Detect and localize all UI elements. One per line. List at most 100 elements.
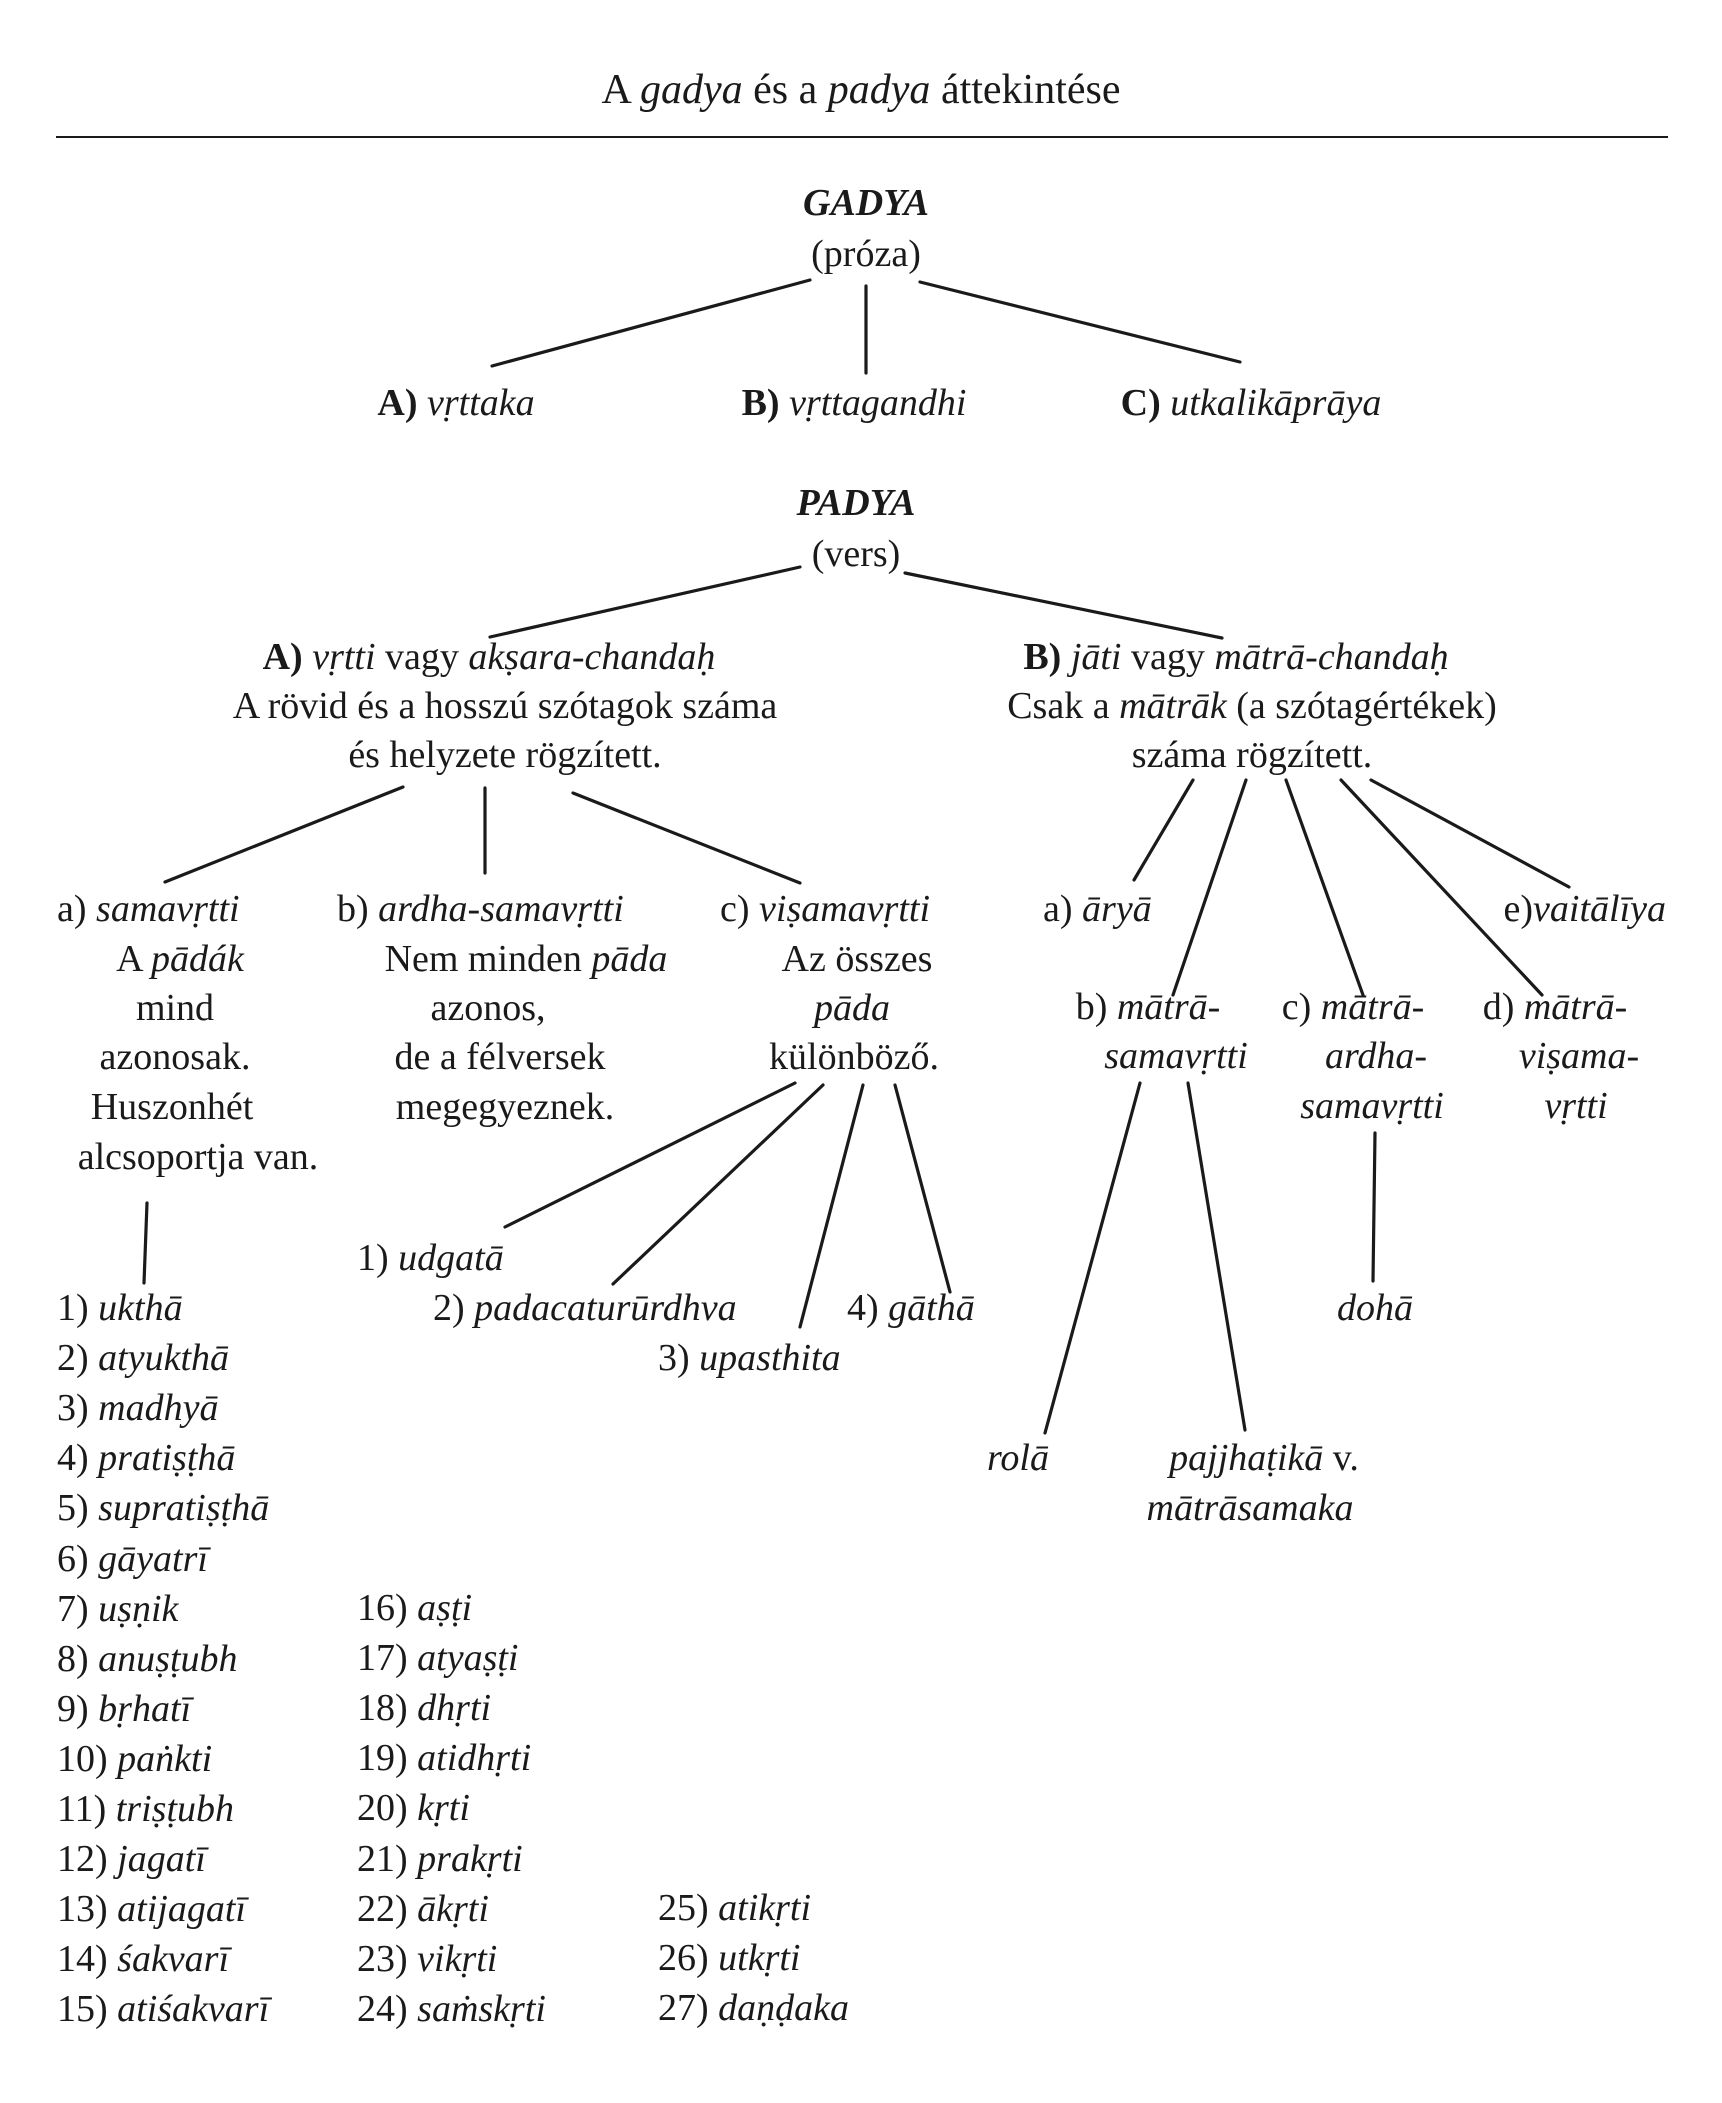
samavrtti-item: 15) atiśakvarī xyxy=(57,1988,269,2032)
samavrtti-item: 11) triṣṭubh xyxy=(57,1788,234,1832)
connector-line xyxy=(163,785,405,884)
item-number: 20) xyxy=(357,1787,418,1830)
connector-line xyxy=(1171,778,1248,997)
samavrtti-item: 26) utkṛti xyxy=(658,1937,800,1981)
option-name: vṛttaka xyxy=(426,382,535,424)
samavrtti-item: 27) daṇḍaka xyxy=(658,1987,849,2031)
gadya-option-a: A) vṛttaka xyxy=(377,382,534,426)
option-name: vṛtti xyxy=(312,636,376,678)
option-name: vṛttagandhi xyxy=(789,382,967,424)
vrtti-a-line2: mind xyxy=(135,987,215,1029)
samavrtti-item: 20) kṛti xyxy=(357,1787,470,1831)
jati-c-line3: samavṛtti xyxy=(1300,1085,1444,1127)
title-text: áttekintése xyxy=(930,67,1121,113)
connector-line xyxy=(1369,778,1571,889)
item-name: dhṛti xyxy=(417,1687,492,1730)
connector-line xyxy=(490,278,812,368)
connector-line xyxy=(1339,778,1544,997)
item-name: uṣṇik xyxy=(98,1587,179,1630)
samavrtti-item: 23) vikṛti xyxy=(357,1938,497,1982)
connector-line xyxy=(503,1081,797,1229)
item-number: 1) xyxy=(57,1287,99,1329)
item-number: 26) xyxy=(658,1937,719,1980)
padya-option-b-desc2: száma rögzített. xyxy=(1131,734,1373,776)
connector-line xyxy=(1043,1081,1142,1435)
option-name: mātrā-chandaḥ xyxy=(1214,636,1449,678)
item-name: bṛhatī xyxy=(98,1687,192,1730)
samavrtti-item: 17) atyaṣṭi xyxy=(357,1637,518,1681)
connector-line xyxy=(903,571,1224,640)
option-name: utkalikāprāya xyxy=(1170,382,1382,424)
padya-option-a-desc1: A rövid és a hosszú szótagok száma xyxy=(232,685,778,727)
item-name: supratiṣṭhā xyxy=(98,1487,270,1530)
vrtti-c-line3: különböző. xyxy=(769,1036,939,1078)
item-number: 6) xyxy=(57,1537,99,1580)
item-number: 21) xyxy=(357,1837,418,1880)
item-name: atyaṣṭi xyxy=(417,1637,519,1680)
gadya-subtitle: (próza) xyxy=(811,233,921,275)
item-name: paṅkti xyxy=(117,1737,213,1780)
connector-line xyxy=(918,280,1242,364)
item-number: 25) xyxy=(658,1887,719,1929)
samavrtti-item: 13) atijagatī xyxy=(57,1888,246,1932)
option-name: jāti xyxy=(1070,636,1122,678)
title-rule xyxy=(56,136,1668,138)
vrtti-b-line2: azonos, xyxy=(430,987,546,1029)
connector-line xyxy=(1132,778,1195,882)
jati-a: a) āryā xyxy=(1043,888,1152,930)
vrtti-b-heading: b) ardha-samavṛtti xyxy=(337,888,624,930)
visama-item-3: 3) upasthita xyxy=(658,1337,841,1379)
item-number: 16) xyxy=(357,1587,418,1629)
item-number: 22) xyxy=(357,1887,418,1930)
samavrtti-item: 21) prakṛti xyxy=(357,1838,523,1882)
item-number: 13) xyxy=(57,1888,118,1931)
gadya-option-c: C) utkalikāprāya xyxy=(1121,382,1382,426)
jati-e: e)vaitālīya xyxy=(1503,888,1667,930)
item-name: aṣṭi xyxy=(417,1587,473,1629)
title-text: és a xyxy=(742,67,828,113)
option-letter: A) xyxy=(262,636,303,678)
item-number: 8) xyxy=(57,1637,99,1680)
samavrtti-item: 8) anuṣṭubh xyxy=(57,1638,238,1682)
samavrtti-item: 5) supratiṣṭhā xyxy=(57,1487,269,1531)
vrtti-c-heading: c) viṣamavṛtti xyxy=(720,888,931,930)
option-conj: vagy xyxy=(375,636,469,678)
item-name: vikṛti xyxy=(417,1937,498,1980)
option-letter: C) xyxy=(1120,382,1161,424)
connector-line xyxy=(798,1083,865,1329)
item-number: 5) xyxy=(57,1487,99,1530)
item-number: 2) xyxy=(57,1337,99,1380)
item-number: 15) xyxy=(57,1988,118,2031)
option-letter: B) xyxy=(741,382,780,424)
samavrtti-item: 7) uṣṇik xyxy=(57,1588,178,1632)
samavrtti-item: 14) śakvarī xyxy=(57,1938,229,1982)
option-letter: A) xyxy=(377,382,418,424)
jati-c-line2: ardha- xyxy=(1324,1035,1428,1077)
jati-d-line3: vṛtti xyxy=(1544,1085,1608,1127)
leaf-matrasamaka: mātrāsamaka xyxy=(1146,1487,1354,1529)
item-name: daṇḍaka xyxy=(718,1987,850,2030)
samavrtti-item: 18) dhṛti xyxy=(357,1687,491,1731)
item-name: atikṛti xyxy=(718,1887,812,1929)
item-name: atiśakvarī xyxy=(117,1988,270,2031)
samavrtti-item: 1) ukthā xyxy=(57,1287,183,1331)
item-number: 19) xyxy=(357,1737,418,1780)
visama-item-1: 1) udgatā xyxy=(357,1237,504,1279)
item-name: atijagatī xyxy=(117,1888,246,1931)
connector-line xyxy=(142,1201,149,1285)
padya-option-b-desc1: Csak a mātrāk (a szótagértékek) xyxy=(1007,685,1497,727)
connector-line xyxy=(1371,1131,1377,1283)
item-name: ukthā xyxy=(98,1287,183,1329)
vrtti-a-heading: a) samavṛtti xyxy=(57,888,240,930)
item-name: atidhṛti xyxy=(417,1737,532,1780)
samavrtti-item: 10) paṅkti xyxy=(57,1738,212,1782)
option-conj: vagy xyxy=(1121,636,1215,678)
connector-line xyxy=(1186,1081,1247,1432)
visama-item-2: 2) padacaturūrdhva xyxy=(433,1287,737,1329)
connector-line xyxy=(893,1083,952,1294)
vrtti-c-line1: Az összes xyxy=(781,938,933,980)
item-number: 9) xyxy=(57,1687,99,1730)
item-number: 23) xyxy=(357,1937,418,1980)
jati-b-line1: b) mātrā- xyxy=(1075,986,1221,1028)
